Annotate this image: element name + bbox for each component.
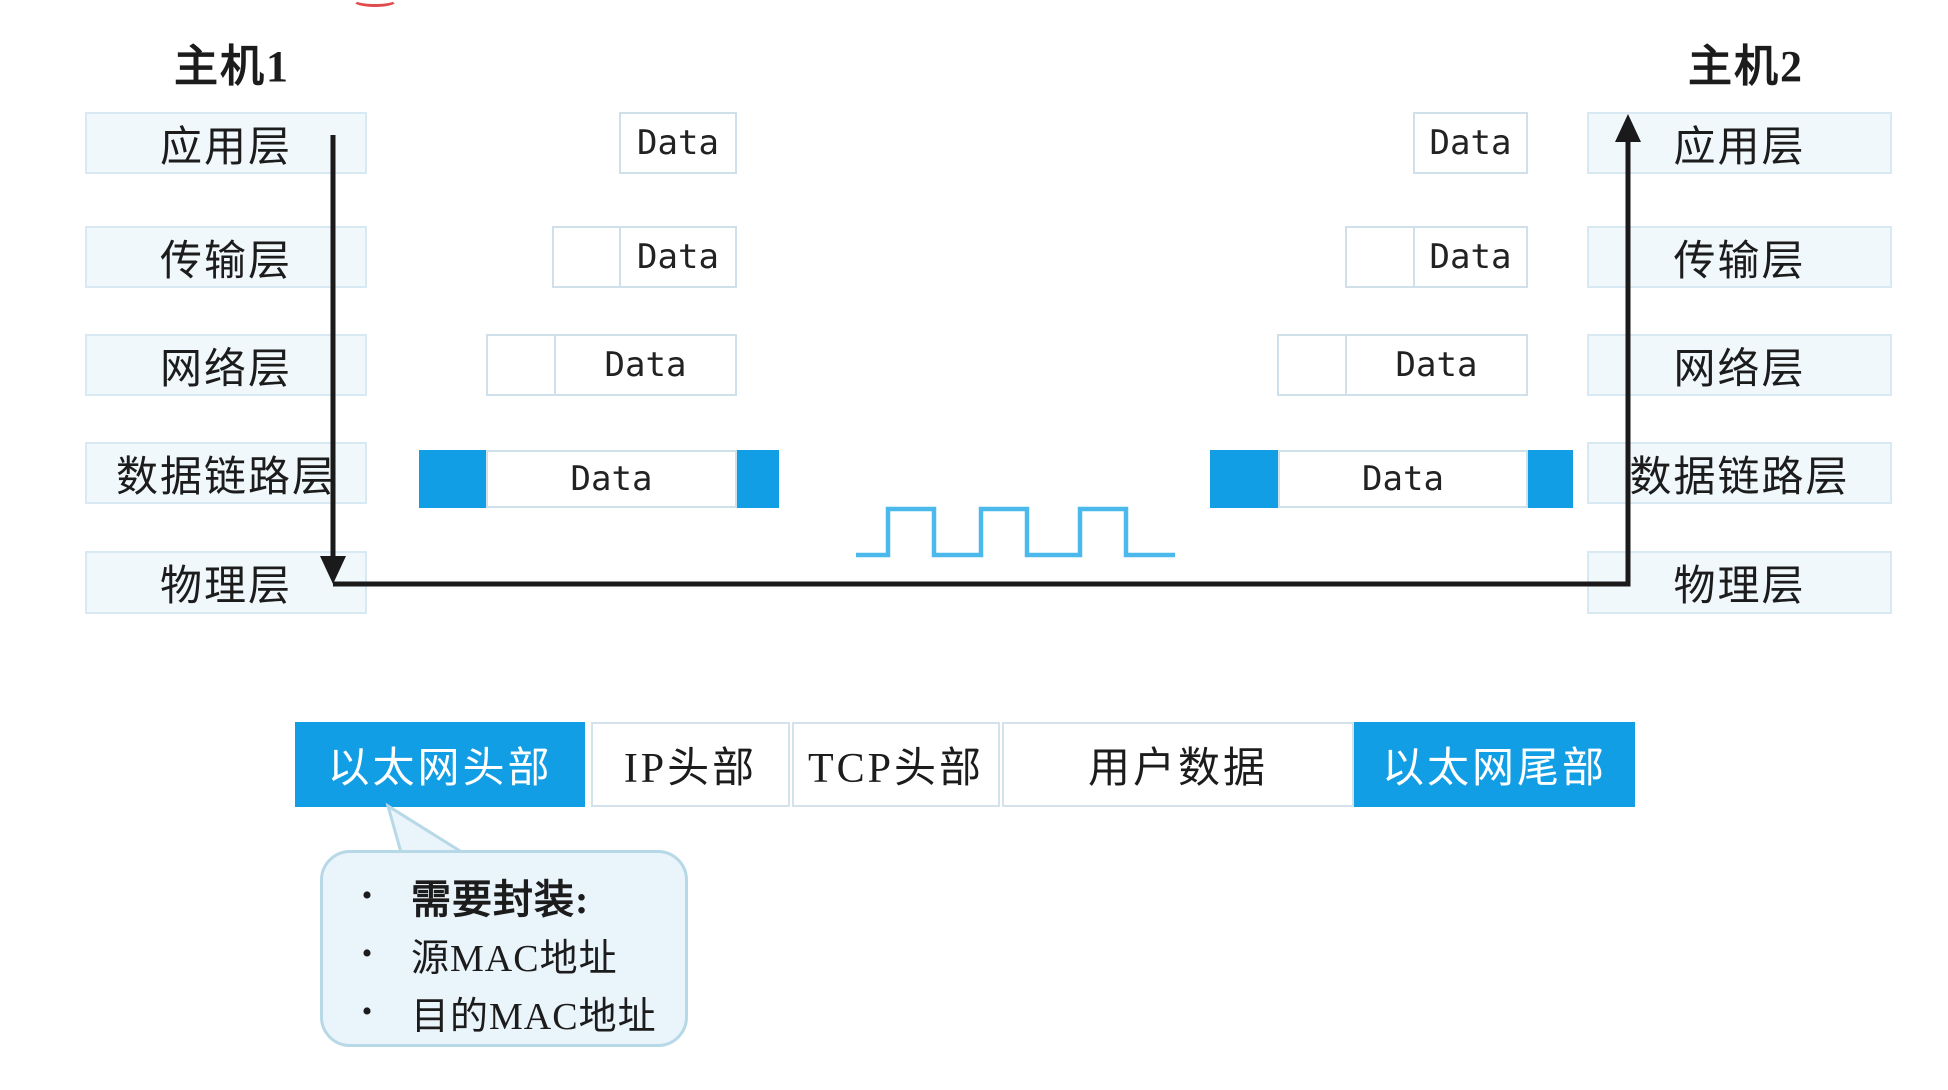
callout-item-text: 目的MAC地址 <box>411 995 657 1038</box>
host1-pdu-network-data: Data <box>554 334 737 396</box>
host2-layer-application: 应用层 <box>1587 112 1892 174</box>
up-arrowhead-icon <box>1615 114 1641 142</box>
bullet-icon: • <box>361 995 373 1028</box>
callout-item-source-mac: • 源MAC地址 <box>323 925 685 983</box>
host2-pdu-application-data: Data <box>1413 112 1528 174</box>
callout-item-encapsulate: • 需要封装: <box>323 867 685 925</box>
host1-layer-application: 应用层 <box>85 112 367 174</box>
down-arrowhead-icon <box>320 556 346 584</box>
host2-title: 主机2 <box>1688 42 1804 91</box>
host1-layer-datalink: 数据链路层 <box>85 442 367 504</box>
host1-layer-physical: 物理层 <box>85 551 367 614</box>
host1-frame-ethernet-header <box>419 450 486 508</box>
host2-pdu-transport-data: Data <box>1413 226 1528 288</box>
host1-pdu-application-data: Data <box>619 112 737 174</box>
host1-title: 主机1 <box>174 42 290 91</box>
bullet-icon: • <box>361 937 373 970</box>
host2-pdu-network-data: Data <box>1345 334 1528 396</box>
host1-layer-transport: 传输层 <box>85 226 367 288</box>
host1-frame-ethernet-trailer <box>737 450 779 508</box>
frame-cell-ip-header: IP头部 <box>591 722 790 807</box>
frame-cell-tcp-header: TCP头部 <box>792 722 1000 807</box>
host2-layer-transport: 传输层 <box>1587 226 1892 288</box>
callout-item-text: 源MAC地址 <box>411 937 618 980</box>
host1-pdu-datalink-data: Data <box>486 450 737 508</box>
host2-frame-ethernet-header <box>1210 450 1278 508</box>
frame-cell-ethernet-header: 以太网头部 <box>295 722 585 807</box>
host2-layer-network: 网络层 <box>1587 334 1892 396</box>
frame-cell-user-data: 用户数据 <box>1002 722 1354 807</box>
digital-signal-waveform-icon <box>856 506 1175 558</box>
red-annotation-fragment <box>352 0 398 7</box>
host2-pdu-datalink-data: Data <box>1278 450 1528 508</box>
callout-item-text: 需要封装: <box>411 877 590 922</box>
transmission-line <box>333 138 1631 587</box>
host2-layer-physical: 物理层 <box>1587 551 1892 614</box>
callout-bubble: • 需要封装: • 源MAC地址 • 目的MAC地址 <box>320 850 688 1047</box>
host2-layer-datalink: 数据链路层 <box>1587 442 1892 504</box>
bullet-icon: • <box>361 879 373 912</box>
callout-item-dest-mac: • 目的MAC地址 <box>323 983 685 1041</box>
host1-layer-network: 网络层 <box>85 334 367 396</box>
host2-frame-ethernet-trailer <box>1528 450 1573 508</box>
host1-pdu-transport-data: Data <box>619 226 737 288</box>
frame-cell-ethernet-trailer: 以太网尾部 <box>1354 722 1635 807</box>
